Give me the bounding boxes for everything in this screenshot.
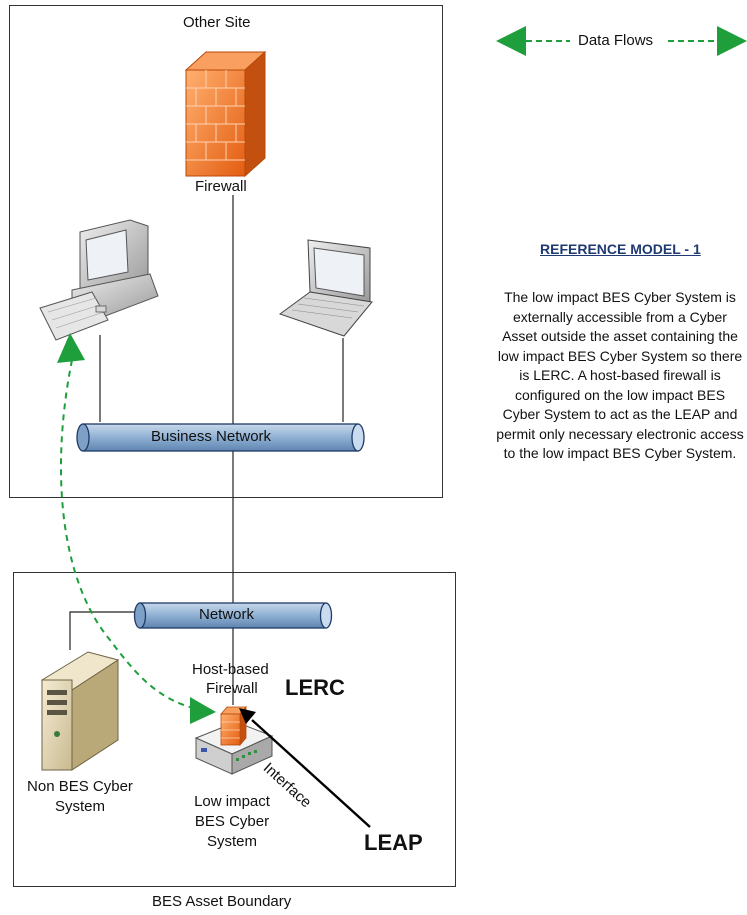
server-icon (40, 651, 120, 771)
non-bes-line-1: Non BES Cyber (27, 778, 133, 795)
reference-line: low impact BES Cyber System so there (497, 347, 743, 364)
reference-model-description: The low impact BES Cyber System is exter… (440, 288, 747, 464)
network-pipe (133, 602, 333, 629)
reference-line: externally accessible from a Cyber (513, 308, 727, 325)
data-flow-path (57, 333, 216, 724)
other-site-zone (9, 5, 443, 498)
other-site-label: Other Site (183, 14, 251, 31)
firewall-icon (184, 50, 267, 178)
business-network-pipe (76, 423, 365, 452)
reference-line: is LERC. A host-based firewall is (519, 367, 721, 383)
reference-line: to the low impact BES Cyber System. (503, 445, 737, 461)
reference-line: configured on the low impact BES (514, 386, 726, 403)
reference-line: permit only necessary electronic access (496, 425, 744, 442)
host-firewall-label: Host-based Firewall (192, 660, 269, 698)
reference-line: Cyber System to act as the LEAP and (502, 406, 738, 422)
low-impact-line-1: Low impact (194, 793, 270, 810)
lerc-label: LERC (285, 675, 345, 700)
bes-asset-boundary-label: BES Asset Boundary (152, 893, 292, 910)
data-flows-legend-arrow (496, 26, 747, 56)
desktop-computer-icon (39, 219, 159, 341)
bes-asset-boundary-zone (13, 572, 456, 887)
legend-data-flows-label: Data Flows (576, 32, 656, 49)
non-bes-line-2: System (54, 798, 105, 815)
non-bes-cyber-system-label: Non BES Cyber System (20, 777, 140, 817)
network-label: Network (199, 606, 255, 623)
connection-lines (69, 185, 344, 705)
reference-line: Asset outside the asset containing the (502, 328, 738, 344)
laptop-icon (278, 239, 373, 337)
business-network-label: Business Network (151, 428, 272, 445)
low-impact-line-2: BES Cyber (194, 813, 270, 830)
reference-model-title: REFERENCE MODEL - 1 (540, 241, 701, 257)
leap-label: LEAP (364, 830, 423, 855)
reference-line: The low impact BES Cyber System is (504, 289, 736, 305)
host-firewall-line-1: Host-based (192, 661, 269, 678)
host-firewall-line-2: Firewall (206, 680, 258, 697)
low-impact-line-3: System (206, 833, 257, 850)
low-impact-bes-label: Low impact BES Cyber System (172, 792, 292, 852)
interface-arrow (239, 708, 371, 828)
firewall-label: Firewall (195, 178, 247, 195)
